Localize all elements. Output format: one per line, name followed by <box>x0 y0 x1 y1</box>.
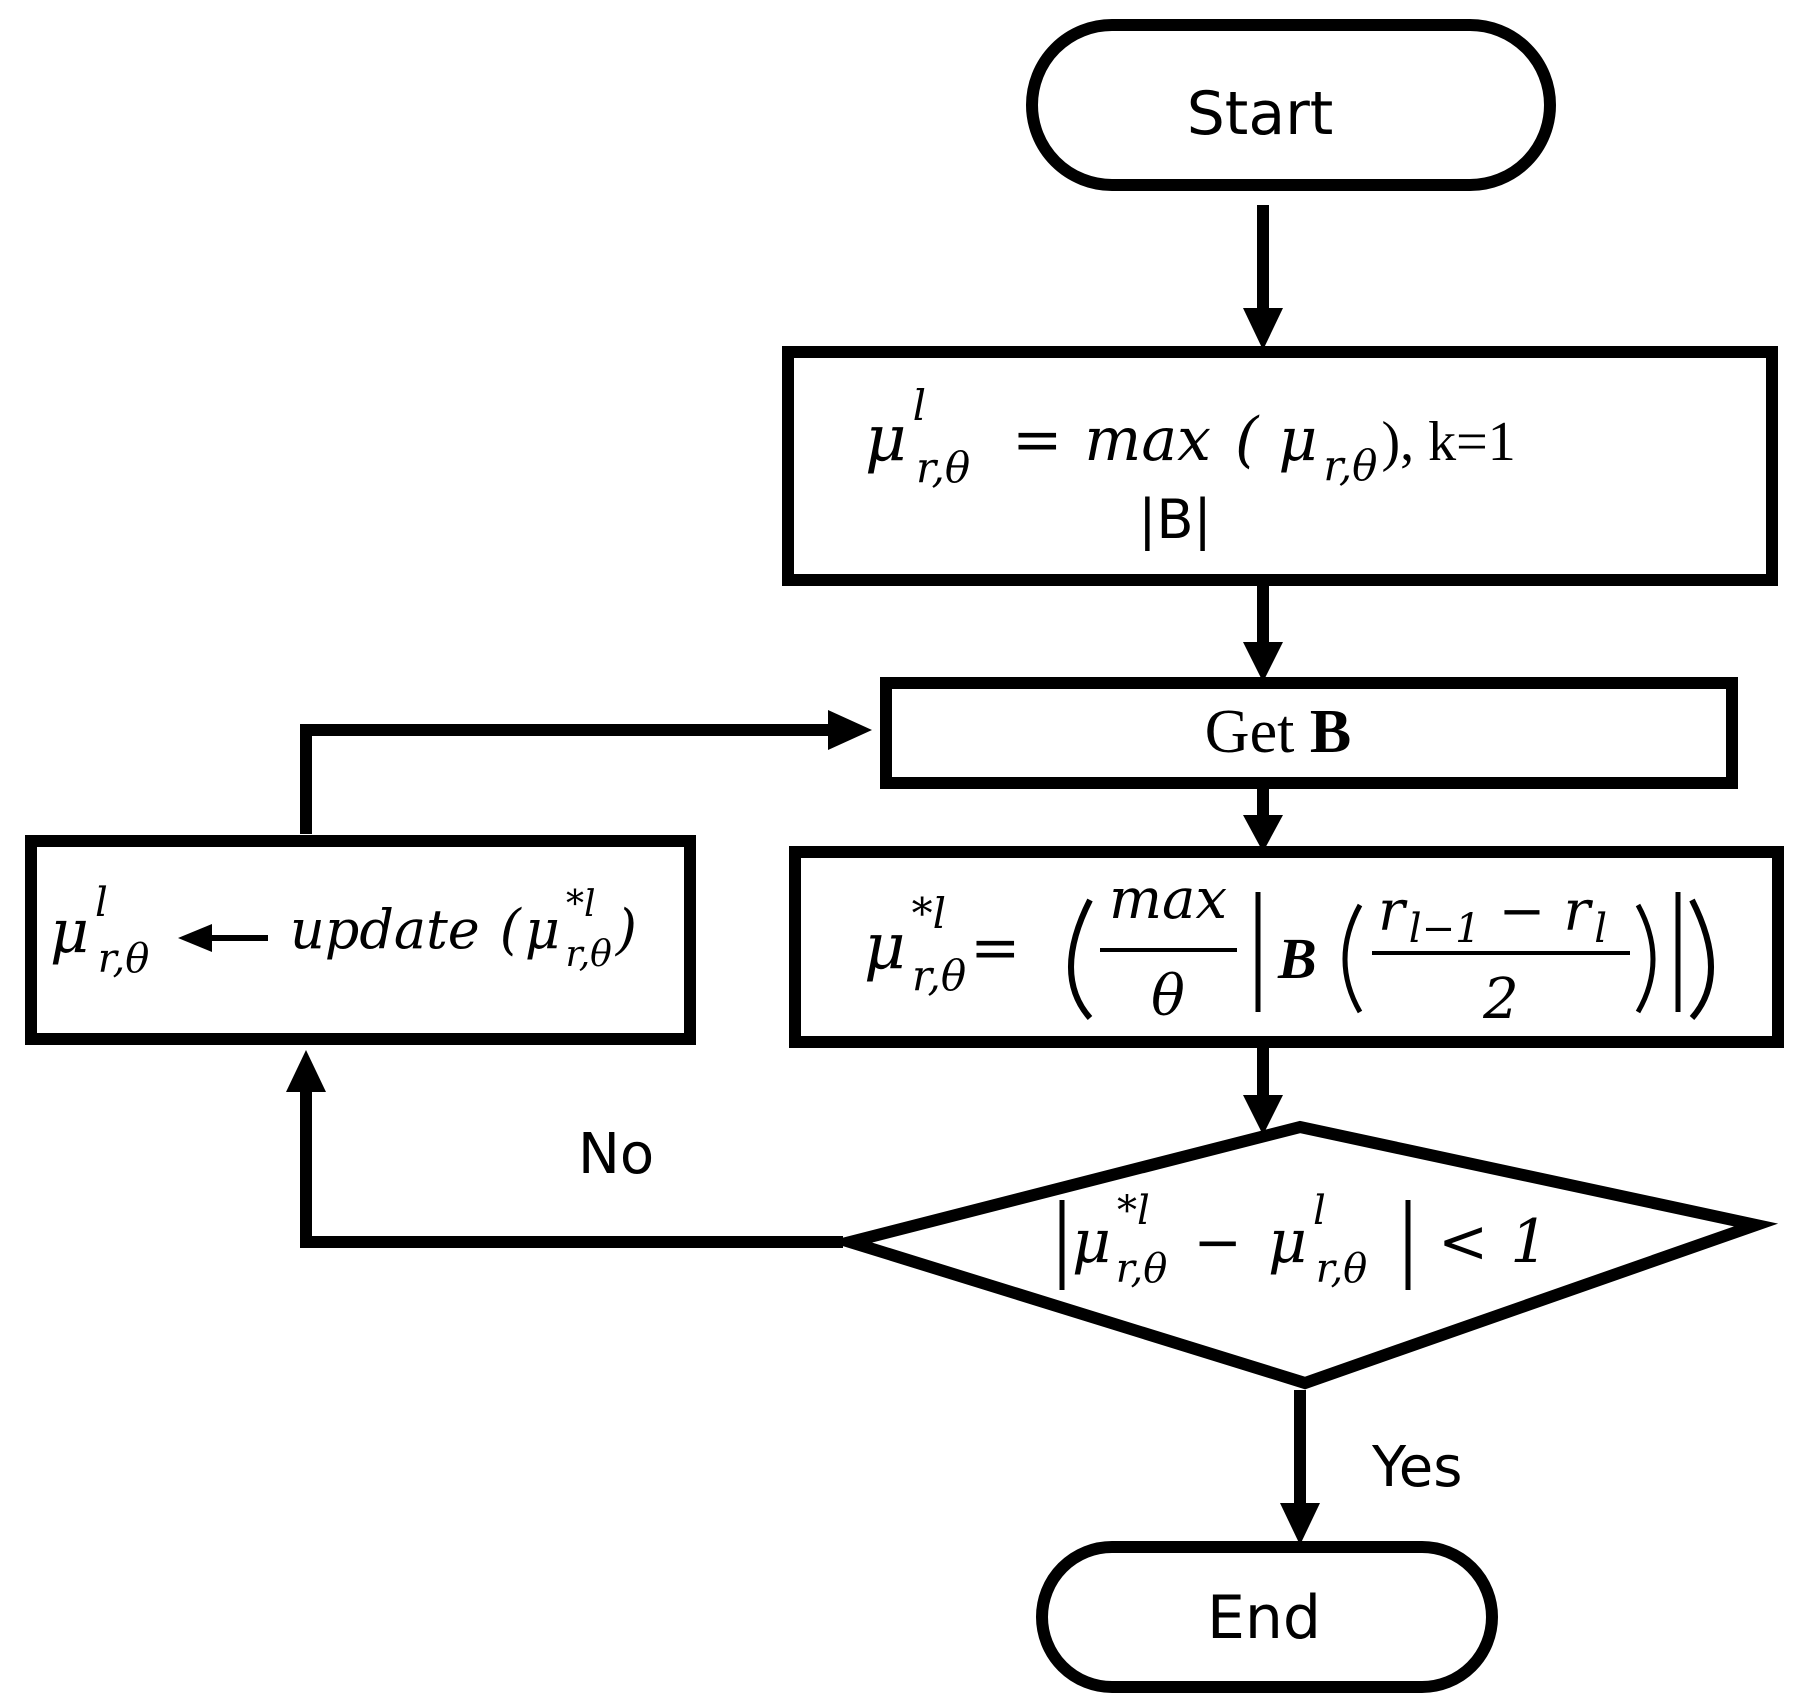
decision-diamond: μ *l r,θ − μ l r,θ < 1 <box>827 1120 1779 1390</box>
arrow-start-to-init <box>1243 205 1283 350</box>
svg-text:r l−1 −: r l−1 − r l <box>1378 879 1607 952</box>
end-label: End <box>1207 1583 1321 1653</box>
svg-text:update ( μ: update ( μ *l r,θ ) <box>290 884 637 975</box>
get-b-box: Get B <box>880 677 1738 789</box>
decision-formula: μ *l r,θ − μ l r,θ < 1 <box>1059 1188 1548 1292</box>
svg-text:2: 2 <box>1482 967 1519 1032</box>
svg-text:μ l r,θ: μ l r,θ <box>50 880 149 982</box>
compute-box: μ *l r,θ = max θ B r l−1 − r l 2 <box>789 846 1784 1048</box>
update-box: μ l r,θ update ( μ *l r,θ ) <box>25 835 696 1045</box>
update-formula: μ l r,θ update ( μ *l r,θ ) <box>50 880 637 982</box>
init-formula: μ l r,θ = max ( μ r,θ ), k=1 <box>865 381 1516 492</box>
compute-formula: μ *l r,θ = max θ B r l−1 − r l 2 <box>864 867 1714 1032</box>
start-terminator: Start <box>1026 19 1556 191</box>
init-box: μ l r,θ = max ( μ r,θ ), k=1 |B| <box>782 346 1778 586</box>
arrow-decision-to-end <box>1280 1390 1320 1545</box>
arrow-init-to-getb <box>1243 586 1283 682</box>
svg-text:max: max <box>1109 867 1227 932</box>
arrow-getb-to-compute <box>1243 789 1283 852</box>
abs-b-label: |B| <box>1138 488 1211 551</box>
arrow-update-to-getb <box>300 710 872 834</box>
svg-text:θ: θ <box>1151 964 1185 1029</box>
yes-label: Yes <box>1371 1435 1462 1500</box>
svg-text:μ *l r,θ: μ *l r,θ − μ l r,θ <box>1072 1188 1367 1292</box>
end-terminator: End <box>1036 1541 1498 1693</box>
no-label: No <box>578 1122 654 1187</box>
start-label: Start <box>1187 79 1334 149</box>
svg-text:B: B <box>1277 926 1317 991</box>
get-b-label: Get B <box>1205 698 1351 766</box>
svg-text:< 1: < 1 <box>1438 1207 1548 1277</box>
svg-text:μ *l r,θ: μ *l r,θ = <box>864 889 1020 1000</box>
arrow-decision-to-update <box>286 1050 843 1248</box>
arrow-compute-to-decision <box>1243 1048 1283 1135</box>
